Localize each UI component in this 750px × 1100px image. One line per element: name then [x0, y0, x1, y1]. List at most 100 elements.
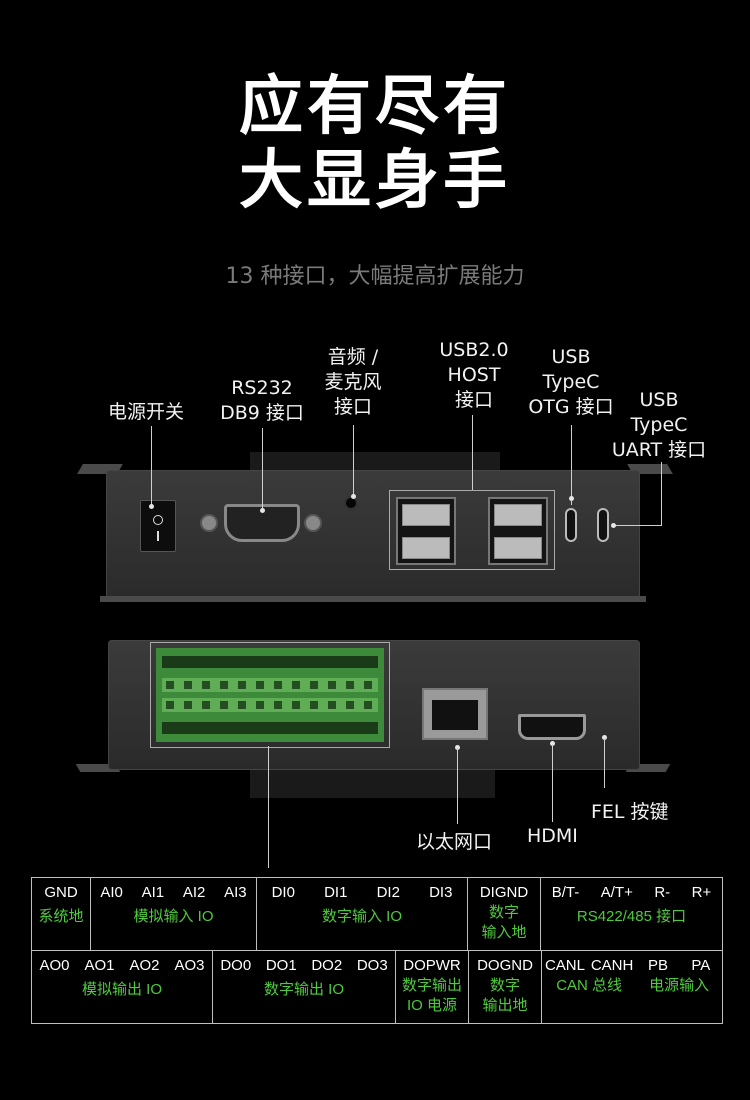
can-desc: CAN 总线 — [556, 977, 623, 994]
can-power-wrap: CANL CANH CAN 总线 PB PA 电源输入 — [542, 951, 722, 996]
terminal-highlight — [150, 642, 390, 748]
leader-terminal — [268, 746, 269, 868]
rs-desc: RS422/485 接口 — [576, 908, 687, 925]
usb-slot-2a — [494, 504, 542, 526]
cell-rs: B/T- A/T+ R- R+ RS422/485 接口 — [540, 877, 723, 951]
db9-port[interactable] — [224, 504, 300, 542]
di-desc: 数字输入 IO — [321, 908, 402, 925]
label-usb-host-line1: USB2.0 — [439, 339, 509, 361]
label-otg-line2: TypeC — [542, 371, 600, 393]
cell-gnd: GND 系统地 — [31, 877, 91, 951]
label-fel: FEL 按键 — [591, 801, 669, 823]
can-block: CANL CANH CAN 总线 — [542, 951, 636, 996]
leader-uart-dot — [611, 523, 616, 528]
pin-do3: DO3 — [356, 957, 388, 974]
pin-ai3: AI3 — [224, 884, 247, 901]
cell-can-power: CANL CANH CAN 总线 PB PA 电源输入 — [541, 950, 723, 1024]
leader-fel — [604, 738, 605, 788]
dognd-pin: DOGND — [477, 957, 533, 974]
pin-do1: DO1 — [265, 957, 297, 974]
dognd-desc: 数字 输出地 — [469, 976, 541, 1016]
ethernet-port[interactable] — [422, 688, 488, 740]
cell-dognd: DOGND 数字 输出地 — [468, 950, 542, 1024]
pin-bt: B/T- — [551, 884, 580, 901]
label-audio: 音频 / 麦克风 接口 — [318, 345, 388, 420]
cell-dopwr: DOPWR 数字输出 IO 电源 — [395, 950, 469, 1024]
rs-pins: B/T- A/T+ R- R+ — [541, 878, 722, 901]
usb-typec-uart-port[interactable] — [597, 508, 609, 542]
pin-do0: DO0 — [220, 957, 252, 974]
subtitle: 13 种接口，大幅提高扩展能力 — [225, 264, 525, 289]
power-switch-o — [153, 515, 163, 525]
leader-power — [151, 426, 152, 506]
label-audio-line1: 音频 / — [327, 346, 379, 368]
usb-host-highlight — [389, 490, 555, 570]
label-otg-line1: USB — [551, 346, 591, 368]
power-switch-i — [157, 531, 159, 541]
leader-otg-dot — [569, 496, 574, 501]
cell-ao: AO0 AO1 AO2 AO3 模拟输出 IO — [31, 950, 213, 1024]
usb-typec-otg-port[interactable] — [565, 508, 577, 542]
digind-pin: DIGND — [479, 884, 529, 901]
pin-di1: DI1 — [324, 884, 348, 901]
pin-di3: DI3 — [429, 884, 453, 901]
dopwr-desc-l2: IO 电源 — [406, 997, 457, 1014]
label-rs232-line1: RS232 — [231, 377, 293, 399]
dognd-desc-l2: 输出地 — [482, 997, 528, 1014]
hdmi-port[interactable] — [518, 714, 586, 740]
label-ethernet: 以太网口 — [416, 831, 493, 853]
ethernet-socket — [432, 700, 478, 730]
dognd-desc-l1: 数字 — [489, 977, 520, 994]
power-pins: PB PA — [636, 951, 722, 974]
pin-rminus: R- — [654, 884, 671, 901]
pin-rplus: R+ — [691, 884, 712, 901]
label-rs232-line2: DB9 接口 — [220, 402, 304, 424]
power-switch[interactable] — [140, 500, 176, 552]
io-pin-table-row2: AO0 AO1 AO2 AO3 模拟输出 IO DO0 DO1 DO2 DO3 … — [31, 950, 723, 1024]
leader-hdmi — [552, 744, 553, 822]
digind-desc-l2: 输入地 — [481, 924, 527, 941]
leader-fel-dot — [602, 735, 607, 740]
do-pins: DO0 DO1 DO2 DO3 — [213, 951, 395, 974]
pin-at: A/T+ — [600, 884, 633, 901]
label-usb-host-line2: HOST — [447, 364, 501, 386]
do-desc: 数字输出 IO — [263, 981, 344, 998]
ai-pins: AI0 AI1 AI2 AI3 — [91, 878, 256, 901]
digind-desc-l1: 数字 — [488, 904, 519, 921]
headline-line1: 应有尽有 — [239, 70, 511, 144]
label-hdmi: HDMI — [527, 825, 578, 847]
leader-rs232-dot — [260, 508, 265, 513]
pin-canl: CANL — [544, 957, 585, 974]
cell-di: DI0 DI1 DI2 DI3 数字输入 IO — [256, 877, 468, 951]
label-usb-host: USB2.0 HOST 接口 — [436, 338, 512, 413]
label-uart-line2: TypeC — [630, 414, 688, 436]
top-device-bracket — [250, 452, 500, 474]
ai-desc: 模拟输入 IO — [133, 908, 214, 925]
dopwr-pin: DOPWR — [403, 957, 461, 974]
gnd-pin: GND — [44, 884, 78, 901]
leader-power-dot — [149, 504, 154, 509]
usb-slot-1a — [402, 504, 450, 526]
can-pins: CANL CANH — [542, 951, 636, 974]
label-rs232: RS232 DB9 接口 — [220, 376, 304, 426]
pin-do2: DO2 — [311, 957, 343, 974]
pin-ao0: AO0 — [39, 957, 70, 974]
leader-audio-dot — [351, 494, 356, 499]
screw-right — [304, 514, 322, 532]
ao-pins: AO0 AO1 AO2 AO3 — [32, 951, 212, 974]
pin-di0: DI0 — [271, 884, 295, 901]
pin-canh: CANH — [590, 957, 634, 974]
leader-usb-host — [472, 415, 473, 490]
dopwr-desc: 数字输出 IO 电源 — [396, 976, 468, 1016]
leader-otg — [571, 425, 572, 505]
leader-ethernet-dot — [455, 745, 460, 750]
label-usb-host-line3: 接口 — [454, 389, 493, 411]
headline-line2: 大显身手 — [239, 144, 511, 218]
cell-ai: AI0 AI1 AI2 AI3 模拟输入 IO — [90, 877, 257, 951]
usb-slot-2b — [494, 537, 542, 559]
io-row-2: AO0 AO1 AO2 AO3 模拟输出 IO DO0 DO1 DO2 DO3 … — [31, 950, 723, 1024]
terminal-pins — [162, 656, 378, 734]
top-device-body — [106, 470, 640, 600]
io-row-1: GND 系统地 AI0 AI1 AI2 AI3 模拟输入 IO DI0 DI1 … — [31, 877, 723, 951]
pin-ai1: AI1 — [141, 884, 165, 901]
